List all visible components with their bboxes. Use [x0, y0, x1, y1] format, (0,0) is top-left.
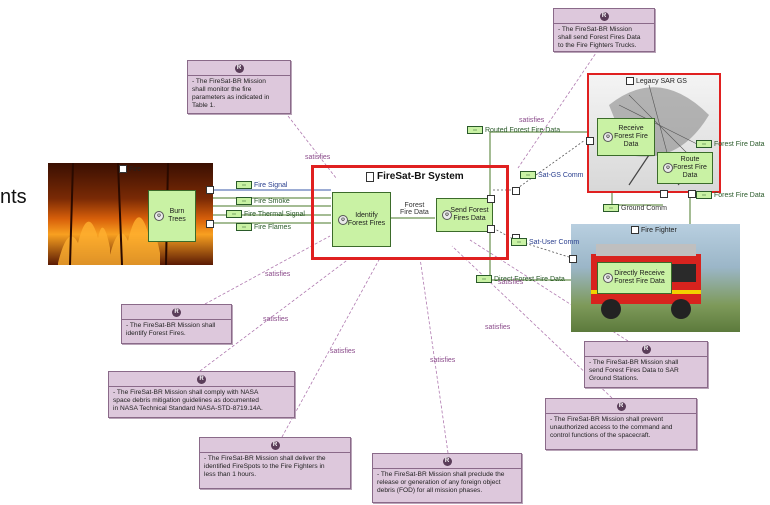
requirement-icon: R [442, 456, 452, 466]
gear-icon: ⚙ [603, 132, 613, 142]
flow-fire-thermal-signal[interactable]: ▭Fire Thermal Signal [226, 210, 305, 218]
block-icon [626, 77, 634, 85]
partial-text: nts [0, 186, 27, 208]
requirement-preclude-fod[interactable]: R - The FireSat-BR Mission shall preclud… [372, 453, 522, 503]
function-burn-trees[interactable]: ⚙ Burn Trees [148, 190, 196, 242]
requirement-send-to-sar[interactable]: R - The FireSat-BR Mission shall send Fo… [584, 341, 708, 388]
function-route-forest-fire-data[interactable]: ⚙ Route Forest Fire Data [657, 152, 713, 184]
gear-icon: ⚙ [154, 211, 164, 221]
port [586, 137, 594, 145]
requirement-icon: R [197, 374, 206, 384]
flow-routed-forest-fire-data[interactable]: ▭Routed Forest Fire Data [467, 126, 560, 134]
satisfies-line-r4 [199, 257, 351, 372]
gear-icon: ⚙ [663, 163, 673, 173]
satisfies-label: satisfies [519, 117, 545, 124]
requirement-space-debris[interactable]: R - The FireSat-BR Mission shall comply … [108, 371, 295, 418]
port [487, 195, 495, 203]
requirement-send-to-trucks[interactable]: R - The FireSat-BR Mission shall send Fo… [553, 8, 655, 52]
requirement-monitor-fire[interactable]: R - The FireSat-BR Mission shall monitor… [187, 60, 291, 114]
flow-forest-fire-data-internal[interactable]: Forest Fire Data [400, 202, 429, 216]
gear-icon: ⚙ [603, 273, 613, 283]
system-boundary[interactable] [311, 165, 509, 260]
port [569, 255, 577, 263]
satisfies-line-r3 [204, 235, 331, 305]
fire-title: Fire [119, 165, 141, 173]
gear-icon: ⚙ [338, 214, 348, 225]
satisfies-line-r5 [281, 257, 381, 438]
port [206, 186, 214, 194]
flow-fire-smoke[interactable]: ▭Fire Smoke [236, 197, 290, 205]
function-identify-forest-fires[interactable]: ⚙ Identify Forest Fires [332, 192, 391, 247]
flow-fire-signal[interactable]: ▭Fire Signal [236, 181, 287, 189]
satisfies-label: satisfies [263, 316, 289, 323]
satisfies-label: satisfies [485, 324, 511, 331]
flow-fire-flames[interactable]: ▭Fire Flames [236, 223, 291, 231]
satisfies-label: satisfies [265, 271, 291, 278]
requirement-icon: R [616, 401, 626, 411]
port [660, 190, 668, 198]
function-directly-receive-forest-fire-data[interactable]: ⚙ Directly Receive Forest Fire Data [597, 262, 672, 294]
ff-title: Fire Fighter [631, 226, 677, 234]
requirement-icon: R [172, 307, 181, 317]
satisfies-label: satisfies [430, 357, 456, 364]
requirement-icon: R [641, 344, 651, 354]
satisfies-label: satisfies [330, 348, 356, 355]
system-title: FireSat-Br System [366, 171, 464, 182]
block-icon [631, 226, 639, 234]
requirement-deliver-firespots[interactable]: R - The FireSat-BR Mission shall deliver… [199, 437, 351, 489]
requirement-icon: R [234, 63, 244, 73]
flow-sat-user-comm[interactable]: ▭Sat-User Comm [511, 238, 579, 246]
gear-icon: ⚙ [442, 210, 452, 220]
fire-flames-art [58, 162, 169, 266]
gs-title: Legacy SAR GS [626, 77, 687, 85]
flow-ground-comm[interactable]: ▭Ground Comm [603, 204, 667, 212]
requirement-prevent-access[interactable]: R - The FireSat-BR Mission shall prevent… [545, 398, 697, 450]
flow-sat-gs-comm[interactable]: ▭Sat-GS Comm [520, 171, 584, 179]
satisfies-label: satisfies [498, 279, 524, 286]
requirement-icon: R [599, 11, 609, 21]
requirement-identify-fires[interactable]: R - The FireSat-BR Mission shall identif… [121, 304, 232, 344]
flow-forest-fire-data-route[interactable]: ▭Forest Fire Data [696, 191, 765, 199]
function-receive-forest-fire-data[interactable]: ⚙ Receive Forest Fire Data [597, 118, 655, 156]
block-icon [119, 165, 127, 173]
port [512, 187, 520, 195]
port [206, 220, 214, 228]
requirement-icon: R [270, 440, 280, 450]
port [688, 190, 696, 198]
function-send-forest-fires-data[interactable]: ⚙ Send Forest Fires Data [436, 198, 493, 232]
satisfies-line-r6 [419, 257, 449, 454]
block-icon [366, 171, 374, 182]
flow-direct-forest-fire-data[interactable]: ▭Direct Forest Fire Data [476, 275, 565, 283]
satisfies-label: satisfies [305, 154, 331, 161]
satisfies-line-r1 [517, 49, 599, 169]
satisfies-line-r2 [284, 111, 337, 179]
flow-forest-fire-data-gs[interactable]: ▭Forest Fire Data [696, 140, 765, 148]
port [487, 225, 495, 233]
